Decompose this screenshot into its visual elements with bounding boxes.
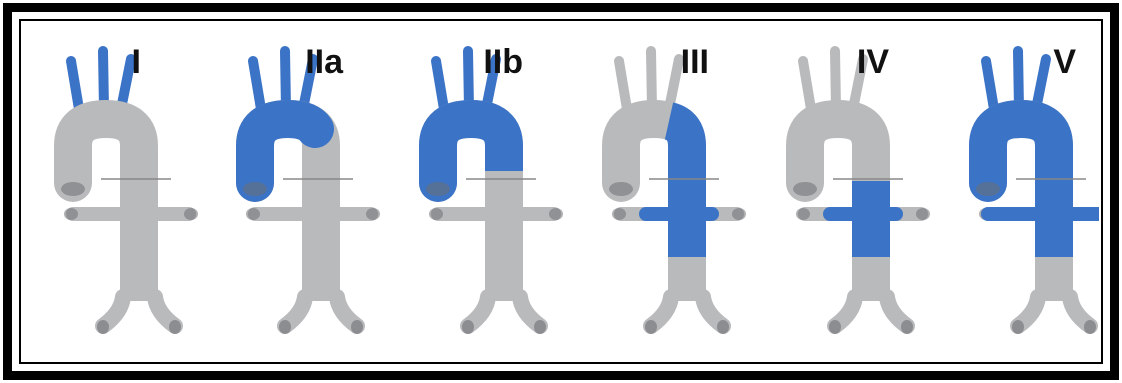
panel-label-iii: III <box>681 43 709 81</box>
iliac-arteries <box>835 297 907 326</box>
infrarenal-aorta <box>485 257 523 301</box>
ascending-opening <box>426 182 450 196</box>
panel-label-iib: IIb <box>483 43 523 81</box>
infrarenal-aorta <box>668 257 706 301</box>
branch-left <box>71 61 79 109</box>
renal-branches <box>431 207 561 221</box>
panel-label-i: I <box>132 43 141 81</box>
renal-dissection <box>981 207 1099 221</box>
iliac-left-end <box>462 320 474 334</box>
renal-branches <box>66 207 196 221</box>
iliac-right-end <box>351 320 363 334</box>
iliac-arteries <box>1018 297 1090 326</box>
branch-left <box>436 61 444 109</box>
iliac-right-end <box>717 320 729 334</box>
branch-left <box>803 61 811 109</box>
iliac-arteries <box>103 297 175 326</box>
panel-v: V <box>976 43 1099 334</box>
renal-left-end <box>64 208 78 220</box>
panel-iia: IIa <box>243 43 380 334</box>
infrarenal-aorta <box>852 257 890 301</box>
infrarenal-aorta <box>302 257 340 301</box>
renal-left-end <box>429 208 443 220</box>
renal-right-end <box>732 208 746 220</box>
iliac-right-end <box>169 320 181 334</box>
iliac-arteries <box>651 297 723 326</box>
branch-right <box>121 59 131 109</box>
outer-frame: I IIa IIb III IV V <box>3 3 1119 380</box>
ascending-opening <box>609 182 633 196</box>
panel-label-iv: IV <box>857 43 889 81</box>
branch-left <box>986 61 994 109</box>
renal-branches <box>248 207 378 221</box>
panel-iii: III <box>609 43 746 334</box>
renal-right-end <box>184 208 198 220</box>
iliac-left-end <box>829 320 841 334</box>
renal-left-end <box>796 208 810 220</box>
renal-right-end <box>366 208 380 220</box>
panel-iib: IIb <box>426 43 563 334</box>
iliac-left-end <box>279 320 291 334</box>
iliac-arteries <box>468 297 540 326</box>
ascending-opening <box>243 182 267 196</box>
renal-right-end <box>549 208 563 220</box>
iliac-right-end <box>1084 320 1096 334</box>
branch-left <box>253 61 261 109</box>
iliac-right-end <box>534 320 546 334</box>
panel-label-iia: IIa <box>305 43 344 81</box>
renal-right-end <box>916 208 930 220</box>
renal-dissection <box>639 207 719 221</box>
arch-dissection-distal <box>669 121 687 171</box>
ascending-opening <box>793 182 817 196</box>
panel-label-v: V <box>1053 43 1076 81</box>
iliac-right-end <box>901 320 913 334</box>
panel-iv: IV <box>793 43 930 334</box>
iliac-arteries <box>285 297 357 326</box>
renal-left-end <box>612 208 626 220</box>
ascending-opening <box>61 182 85 196</box>
iliac-left-end <box>1012 320 1024 334</box>
panel-i: I <box>61 43 198 334</box>
iliac-left-end <box>97 320 109 334</box>
frame-gap: I IIa IIb III IV V <box>12 12 1110 371</box>
branch-left <box>619 61 627 109</box>
infrarenal-aorta <box>120 257 158 301</box>
branch-right <box>669 59 679 109</box>
diagram-panel: I IIa IIb III IV V <box>19 19 1103 364</box>
branch-right <box>1036 59 1046 109</box>
iliac-left-end <box>645 320 657 334</box>
ascending-opening <box>976 182 1000 196</box>
renal-dissection <box>823 207 903 221</box>
renal-left-end <box>246 208 260 220</box>
infrarenal-aorta <box>1035 257 1073 301</box>
aortic-dissection-classification-diagram: I IIa IIb III IV V <box>21 21 1099 360</box>
